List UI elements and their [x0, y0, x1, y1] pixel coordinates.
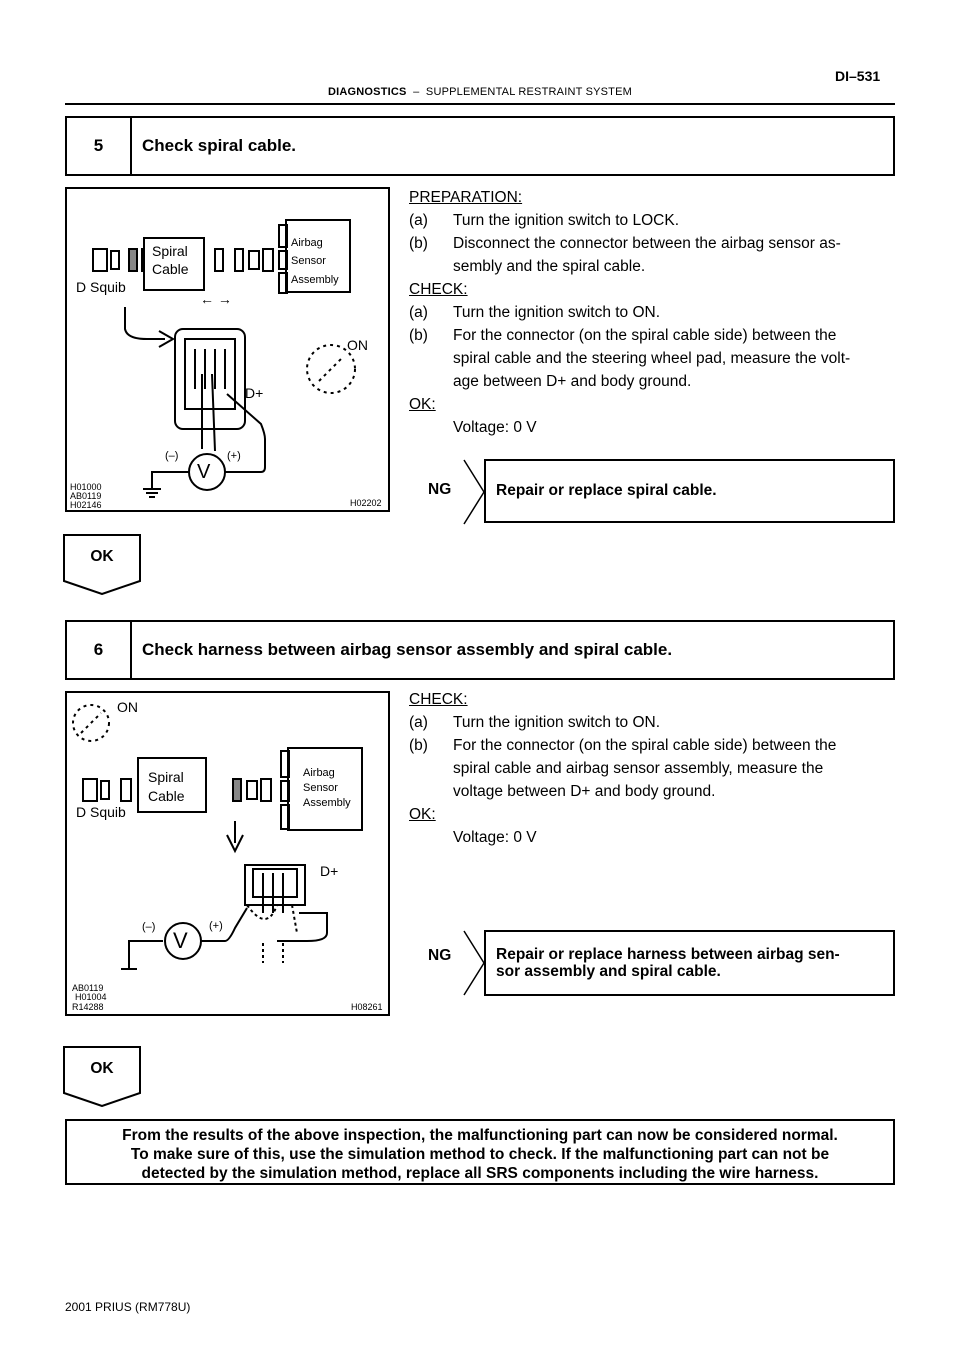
ng-result-6-line1: Repair or replace harness between airbag… [496, 946, 840, 963]
preparation-heading: PREPARATION: [409, 189, 523, 206]
label-spiral-6: Spiral [148, 769, 184, 785]
figure-step-5: Spiral Cable Airbag Sensor Assembly D Sq… [65, 187, 390, 512]
airbag-sensor-box [285, 219, 351, 293]
label-minus-6: (–) [142, 921, 156, 933]
label-airbag: Airbag [291, 237, 323, 249]
label-minus: (–) [165, 450, 179, 462]
step-5-instructions: PREPARATION: (a) Turn the ignition switch… [409, 186, 899, 439]
page-number: DI–531 [835, 68, 881, 84]
header-subsection: SUPPLEMENTAL RESTRAINT SYSTEM [425, 86, 633, 98]
ok-heading-6: OK: [409, 806, 436, 823]
figure6-code-1: AB0119 [72, 983, 104, 993]
step-5-heading: 5 Check spiral cable. [65, 116, 895, 176]
header-section: DIAGNOSTICS [327, 86, 407, 98]
voltmeter-icon: V [197, 461, 211, 483]
check6-marker-b: (b) [409, 737, 428, 754]
ok-label-6: OK [63, 1046, 141, 1091]
label-cable: Cable [152, 261, 189, 277]
step-5-number: 5 [67, 118, 132, 174]
check-heading-6: CHECK: [409, 691, 468, 708]
header-dash: – [413, 86, 420, 98]
label-arrows: ← → [200, 291, 232, 307]
label-spiral: Spiral [152, 243, 188, 259]
ng-label-6: NG [428, 947, 452, 964]
label-d-squib: D Squib [76, 279, 126, 295]
check-marker-b: (b) [409, 327, 428, 344]
prep-marker-b: (b) [409, 235, 428, 252]
final-conclusion-box: From the results of the above inspection… [65, 1119, 895, 1185]
prep-text-a: Turn the ignition switch to LOCK. [453, 212, 679, 229]
final-line-2: To make sure of this, use the simulation… [130, 1146, 830, 1163]
ok-heading: OK: [409, 396, 436, 413]
label-cable-6: Cable [148, 788, 185, 804]
check-text-a: Turn the ignition switch to ON. [453, 304, 661, 321]
figure-code-1: H01000 [70, 482, 102, 492]
ng-result-6: Repair or replace harness between airbag… [484, 930, 895, 996]
harness-check-diagram [72, 704, 328, 970]
check6-text-b3: voltage between D+ and body ground. [453, 783, 716, 800]
check-text-b: For the connector (on the spiral cable s… [453, 327, 837, 344]
prep-marker-a: (a) [409, 212, 428, 229]
check6-marker-a: (a) [409, 714, 428, 731]
ok-label-5: OK [63, 534, 141, 579]
ok-arrow-6: OK [63, 1046, 141, 1107]
check6-text-a: Turn the ignition switch to ON. [453, 714, 661, 731]
prep-text-b: Disconnect the connector between the air… [453, 235, 841, 252]
ok-value-6: Voltage: 0 V [453, 829, 537, 846]
final-line-3: detected by the simulation method, repla… [141, 1165, 819, 1182]
label-on-6: ON [117, 699, 138, 715]
airbag-sensor-box-6 [287, 747, 363, 831]
figure-step-6: ON Spiral Cable Airbag Sensor Assembly D… [65, 691, 390, 1016]
ng-result-6-line2: sor assembly and spiral cable. [496, 963, 721, 980]
label-plus: (+) [227, 450, 241, 462]
prep-text-b2: sembly and the spiral cable. [453, 258, 646, 275]
ok-value: Voltage: 0 V [453, 419, 537, 436]
label-d-squib-6: D Squib [76, 804, 126, 820]
step-6-instructions: CHECK: (a) Turn the ignition switch to ON… [409, 688, 899, 849]
label-airbag-6: Airbag [303, 767, 335, 779]
step-6-number: 6 [67, 622, 132, 678]
label-assembly: Assembly [291, 274, 339, 286]
check6-text-b2: spiral cable and airbag sensor assembly,… [453, 760, 824, 777]
spiral-cable-box [143, 237, 205, 291]
step-5-title: Check spiral cable. [142, 136, 297, 155]
label-on: ON [347, 337, 368, 353]
figure6-code-2: H01004 [75, 992, 107, 1002]
ng-result-5: Repair or replace spiral cable. [484, 459, 895, 523]
ng-label-5: NG [428, 481, 452, 498]
check-text-b2: spiral cable and the steering wheel pad,… [453, 350, 851, 367]
header-rule [65, 103, 895, 105]
label-sensor: Sensor [291, 255, 326, 267]
running-header: DIAGNOSTICS – SUPPLEMENTAL RESTRAINT SYS… [0, 86, 960, 98]
check-heading: CHECK: [409, 281, 468, 298]
figure6-code-3: R14288 [72, 1002, 104, 1012]
label-sensor-6: Sensor [303, 782, 338, 794]
spiral-cable-box-6 [137, 757, 207, 813]
check-marker-a: (a) [409, 304, 428, 321]
voltmeter-icon-6: V [173, 928, 188, 953]
figure-code-3: H02146 [70, 500, 102, 510]
label-d-plus: D+ [245, 385, 264, 401]
figure-code-2: AB0119 [70, 491, 102, 501]
figure6-code-right: H08261 [351, 1002, 383, 1012]
footer-model: 2001 PRIUS (RM778U) [65, 1300, 191, 1314]
label-d-plus-6: D+ [320, 863, 339, 879]
check-text-b3: age between D+ and body ground. [453, 373, 692, 390]
label-assembly-6: Assembly [303, 797, 351, 809]
label-plus-6: (+) [209, 920, 223, 932]
final-line-1: From the results of the above inspection… [122, 1127, 838, 1144]
check6-text-b: For the connector (on the spiral cable s… [453, 737, 837, 754]
step-6-heading: 6 Check harness between airbag sensor as… [65, 620, 895, 680]
step-6-title: Check harness between airbag sensor asse… [142, 640, 673, 659]
ok-arrow-5: OK [63, 534, 141, 595]
figure-code-right: H02202 [350, 498, 382, 508]
